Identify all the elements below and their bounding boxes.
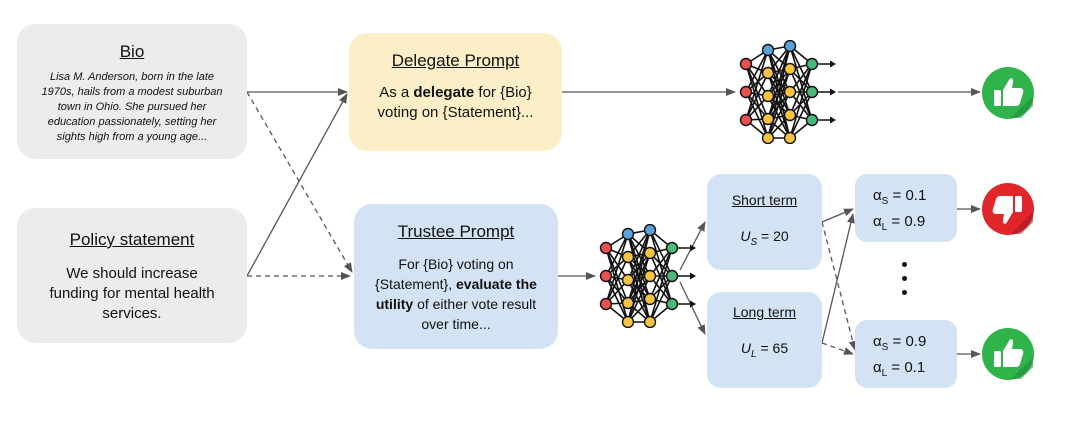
ellipsis-dots <box>900 262 910 304</box>
long-term-utility: UL = 65 <box>740 340 789 360</box>
arrow-short-to-w2 <box>821 221 857 351</box>
weight-short-bottom: αS = 0.9 <box>873 333 927 353</box>
trustee-title: Trustee Prompt <box>397 222 515 241</box>
weight-long-bottom: αL = 0.1 <box>873 359 926 379</box>
delegate-text: As a delegate for {Bio} voting on {State… <box>377 84 534 121</box>
long-term-box: Long term UL = 65 <box>707 292 822 388</box>
arrow-policy-to-delegate <box>246 93 348 277</box>
long-term-title: Long term <box>732 304 797 320</box>
arrow-short-to-w1 <box>821 208 854 223</box>
bio-box: Bio Lisa M. Anderson, born in the late 1… <box>17 24 247 159</box>
neural-network-icon <box>599 224 696 328</box>
short-term-utility: US = 20 <box>740 228 789 248</box>
thumbs-up-icon <box>982 328 1034 380</box>
arrow-bio-to-trustee <box>246 91 353 273</box>
weight-long-top: αL = 0.9 <box>873 213 926 233</box>
bio-text: Lisa M. Anderson, born in the late 1970s… <box>41 71 223 143</box>
policy-title: Policy statement <box>69 230 195 249</box>
weights-box-top: αS = 0.1 αL = 0.9 <box>855 174 957 242</box>
trustee-prompt-box: Trustee Prompt For {Bio} voting on {Stat… <box>354 204 558 349</box>
short-term-box: Short term US = 20 <box>707 174 822 270</box>
thumbs-down-icon <box>982 183 1034 235</box>
delegate-title: Delegate Prompt <box>391 51 520 70</box>
thumbs-up-icon <box>982 67 1034 119</box>
weight-short-top: αS = 0.1 <box>873 187 927 207</box>
arrow-long-to-w1 <box>821 213 855 344</box>
short-term-title: Short term <box>731 192 798 208</box>
weights-box-bottom: αS = 0.9 αL = 0.1 <box>855 320 957 388</box>
trustee-text: For {Bio} voting on {Statement}, evaluat… <box>375 256 537 332</box>
policy-text: We should increase funding for mental he… <box>49 265 215 322</box>
arrow-long-to-w2 <box>821 342 854 355</box>
arrow-nn-to-long <box>679 281 706 335</box>
policy-box: Policy statement We should increase fund… <box>17 208 247 343</box>
delegate-prompt-box: Delegate Prompt As a delegate for {Bio} … <box>349 33 562 151</box>
bio-title: Bio <box>119 42 145 61</box>
neural-network-icon <box>739 40 836 144</box>
